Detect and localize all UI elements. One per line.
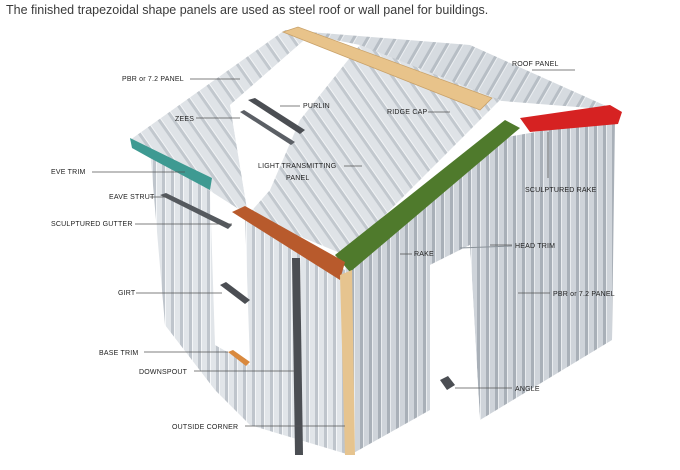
purlin bbox=[248, 98, 305, 134]
label-head-trim: HEAD TRIM bbox=[515, 243, 555, 250]
label-light-transmitting-1: LIGHT TRANSMITTING bbox=[258, 163, 336, 170]
roof-panel-left bbox=[130, 30, 310, 215]
outside-corner bbox=[340, 270, 355, 455]
eve-trim bbox=[130, 138, 212, 190]
label-pbr-wall: PBR or 7.2 PANEL bbox=[553, 291, 615, 298]
door-opening bbox=[430, 245, 480, 420]
label-downspout: DOWNSPOUT bbox=[139, 369, 188, 376]
label-ridge-cap: RIDGE CAP bbox=[387, 109, 427, 116]
label-sculptured-gutter: SCULPTURED GUTTER bbox=[51, 221, 133, 228]
head-trim bbox=[459, 245, 513, 249]
label-eve-trim: EVE TRIM bbox=[51, 169, 86, 176]
label-zees: ZEES bbox=[175, 116, 194, 123]
girt bbox=[220, 282, 250, 304]
label-sculptured-rake: SCULPTURED RAKE bbox=[525, 187, 597, 194]
label-girt: GIRT bbox=[118, 290, 136, 297]
light-transmitting-panel bbox=[248, 45, 500, 255]
label-base-trim: BASE TRIM bbox=[99, 350, 138, 357]
label-outside-corner: OUTSIDE CORNER bbox=[172, 424, 238, 431]
label-roof-panel: ROOF PANEL bbox=[512, 61, 559, 68]
label-light-transmitting-2: PANEL bbox=[286, 175, 309, 182]
label-eave-strut: EAVE STRUT bbox=[109, 194, 155, 201]
eave-strut bbox=[160, 193, 232, 229]
figure-caption: The finished trapezoidal shape panels ar… bbox=[6, 3, 489, 17]
base-trim bbox=[228, 350, 250, 366]
ridge-cap bbox=[281, 26, 493, 111]
label-rake: RAKE bbox=[414, 251, 434, 258]
label-pbr-roof: PBR or 7.2 PANEL bbox=[122, 76, 184, 83]
downspout bbox=[292, 258, 303, 455]
angle-member bbox=[440, 376, 455, 390]
sculptured-gutter bbox=[232, 206, 345, 280]
label-angle: ANGLE bbox=[515, 386, 540, 393]
rake bbox=[335, 120, 520, 272]
label-purlin: PURLIN bbox=[303, 103, 330, 110]
side-wall-right bbox=[345, 118, 615, 455]
wall-cutaway bbox=[210, 190, 250, 365]
sculptured-rake bbox=[520, 105, 622, 132]
zees bbox=[240, 110, 295, 145]
